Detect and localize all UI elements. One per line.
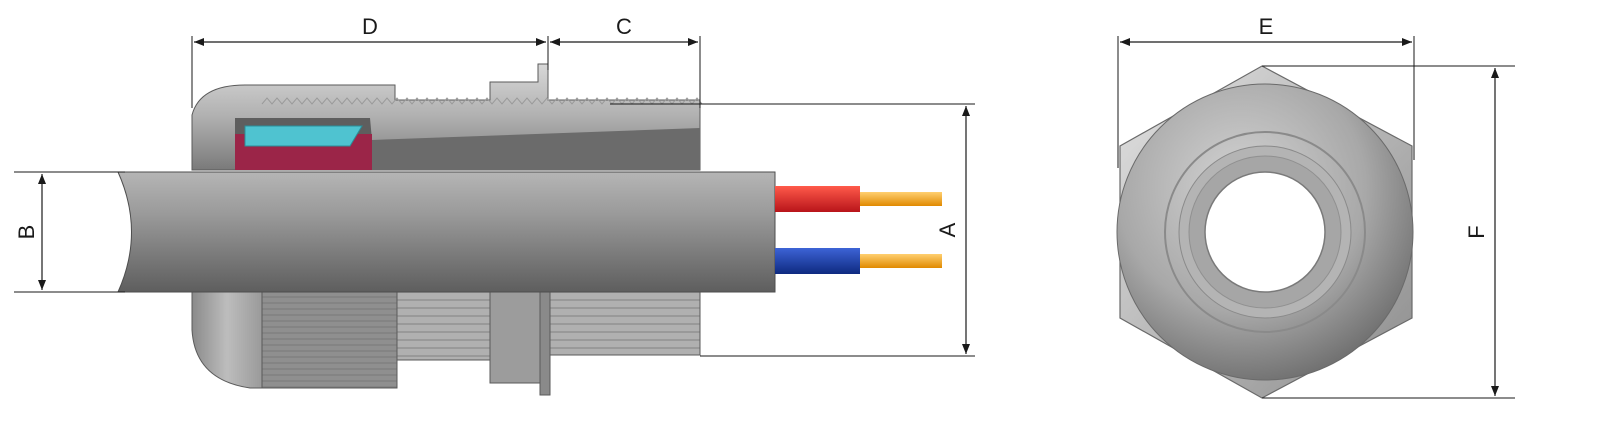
end-view: E F: [1116, 14, 1515, 399]
dimension-f: F: [1262, 65, 1515, 399]
dimension-b-label: B: [14, 225, 39, 240]
dimension-c: C: [550, 14, 701, 108]
dimension-a-label: A: [935, 222, 960, 237]
cable-sheath: [117, 171, 776, 293]
dimension-c-label: C: [616, 14, 632, 39]
cable-entry-hole: [1204, 171, 1326, 293]
clamp-insert: [244, 125, 363, 147]
dimension-d: D: [191, 14, 549, 108]
dimension-f-label: F: [1464, 225, 1489, 238]
side-section-view: D C A B: [14, 14, 975, 396]
dimension-b: B: [14, 171, 125, 293]
dimension-e-label: E: [1259, 14, 1274, 39]
dimension-d-label: D: [362, 14, 378, 39]
wire-blue: [775, 248, 942, 274]
dimension-a: A: [610, 103, 975, 357]
gland-upper-section: [191, 63, 703, 171]
dimension-e: E: [1117, 14, 1415, 168]
wire-red: [775, 186, 942, 212]
